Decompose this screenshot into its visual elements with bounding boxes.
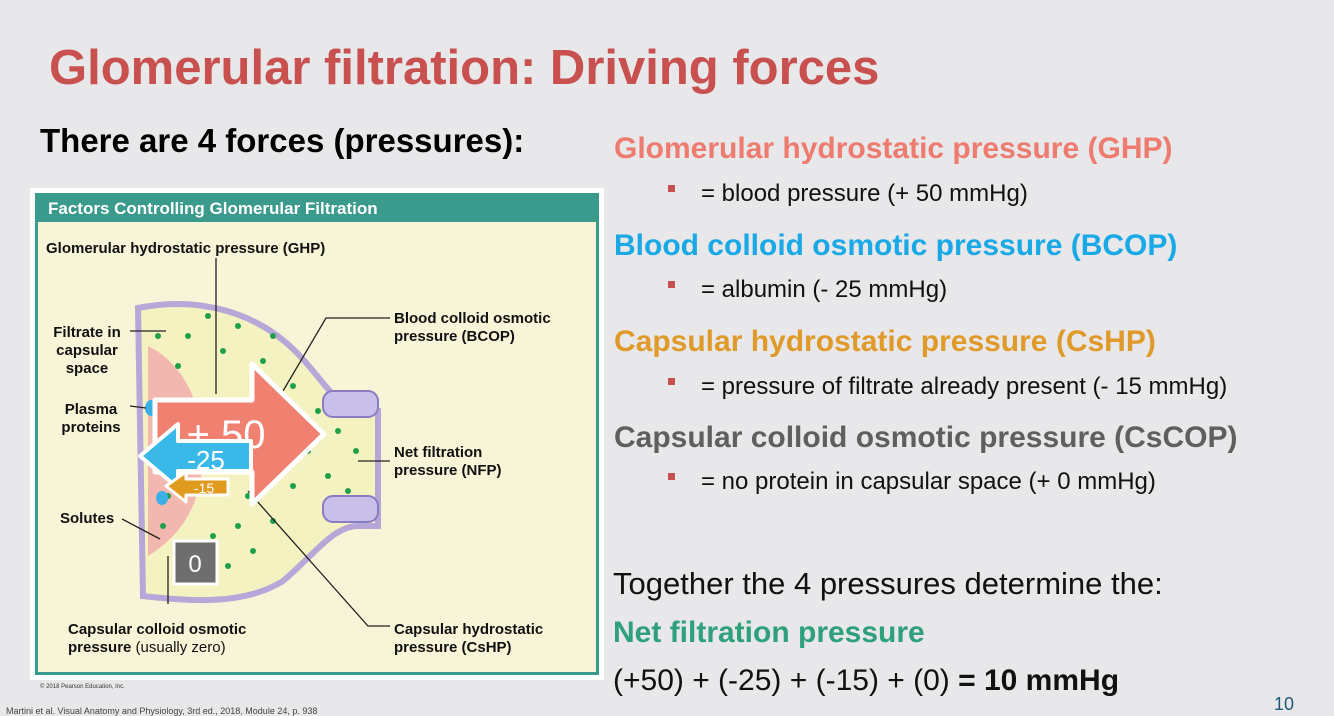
bullet-icon <box>668 281 675 288</box>
force-heading-ghp: Glomerular hydrostatic pressure (GHP) <box>614 132 1173 166</box>
cscop-label-normal: (usually zero) <box>131 639 225 656</box>
cscop-label-line: pressure (usually zero) <box>68 639 246 657</box>
bcop-label-line: Blood colloid osmotic <box>394 310 551 328</box>
force-detail-text: = pressure of filtrate already present (… <box>701 373 1227 400</box>
cshp-arrow-value: -15 <box>194 480 214 496</box>
nfp-label-line: pressure (NFP) <box>394 462 502 480</box>
force-detail-ghp: = blood pressure (+ 50 mmHg) <box>668 180 1028 208</box>
summary-text: Together the 4 pressures determine the: <box>613 566 1163 602</box>
page-number: 10 <box>1274 694 1294 715</box>
nfp-label-line: Net filtration <box>394 444 502 462</box>
plasma-proteins-label: Plasma proteins <box>56 401 126 437</box>
force-detail-bcop: = albumin (- 25 mmHg) <box>668 276 947 304</box>
plasma-protein-blob <box>156 491 168 505</box>
nfp-equation: (+50) + (-25) + (-15) + (0) = 10 mmHg <box>613 664 1119 698</box>
cscop-label: Capsular colloid osmotic pressure (usual… <box>68 621 246 657</box>
slide-subtitle: There are 4 forces (pressures): <box>40 122 524 160</box>
force-heading-bcop: Blood colloid osmotic pressure (BCOP) <box>614 229 1177 263</box>
solutes-label: Solutes <box>60 510 114 528</box>
bcop-arrow-value: -25 <box>187 445 225 475</box>
bullet-icon <box>668 473 675 480</box>
force-detail-cshp: = pressure of filtrate already present (… <box>668 373 1227 401</box>
filtrate-label: Filtrate in capsular space <box>44 324 130 378</box>
filtrate-label-line: space <box>44 360 130 378</box>
force-detail-text: = albumin (- 25 mmHg) <box>701 276 947 303</box>
equation-result: = 10 mmHg <box>958 664 1119 697</box>
force-detail-cscop: = no protein in capsular space (+ 0 mmHg… <box>668 468 1156 496</box>
citation: Martini et al. Visual Anatomy and Physio… <box>6 706 317 716</box>
force-heading-cshp: Capsular hydrostatic pressure (CsHP) <box>614 325 1156 359</box>
bcop-label: Blood colloid osmotic pressure (BCOP) <box>394 310 551 346</box>
filtrate-label-line: capsular <box>44 342 130 360</box>
cscop-box-value: 0 <box>188 551 201 578</box>
filtrate-label-line: Filtrate in <box>44 324 130 342</box>
glomerular-filtration-figure: Factors Controlling Glomerular Filtratio… <box>30 188 604 680</box>
force-detail-text: = blood pressure (+ 50 mmHg) <box>701 180 1028 207</box>
force-heading-cscop: Capsular colloid osmotic pressure (CsCOP… <box>614 421 1237 455</box>
slide-title: Glomerular filtration: Driving forces <box>49 40 879 96</box>
force-detail-text: = no protein in capsular space (+ 0 mmHg… <box>701 468 1156 495</box>
figure-copyright: © 2018 Pearson Education, Inc. <box>40 684 125 690</box>
cshp-label-line: Capsular hydrostatic <box>394 621 543 639</box>
figure-panel: Factors Controlling Glomerular Filtratio… <box>35 193 599 675</box>
equation-terms: (+50) + (-25) + (-15) + (0) <box>613 664 958 697</box>
bullet-icon <box>668 185 675 192</box>
nfp-label: Net filtration pressure (NFP) <box>394 444 502 480</box>
bullet-icon <box>668 378 675 385</box>
bcop-label-line: pressure (BCOP) <box>394 328 551 346</box>
ghp-label: Glomerular hydrostatic pressure (GHP) <box>46 240 325 258</box>
plasma-label-line: Plasma <box>56 401 126 419</box>
cscop-label-line: Capsular colloid osmotic <box>68 621 246 639</box>
nfp-heading: Net filtration pressure <box>613 616 925 650</box>
plasma-label-line: proteins <box>56 419 126 437</box>
cshp-label-line: pressure (CsHP) <box>394 639 543 657</box>
cscop-label-bold: pressure <box>68 639 131 656</box>
cshp-label: Capsular hydrostatic pressure (CsHP) <box>394 621 543 657</box>
